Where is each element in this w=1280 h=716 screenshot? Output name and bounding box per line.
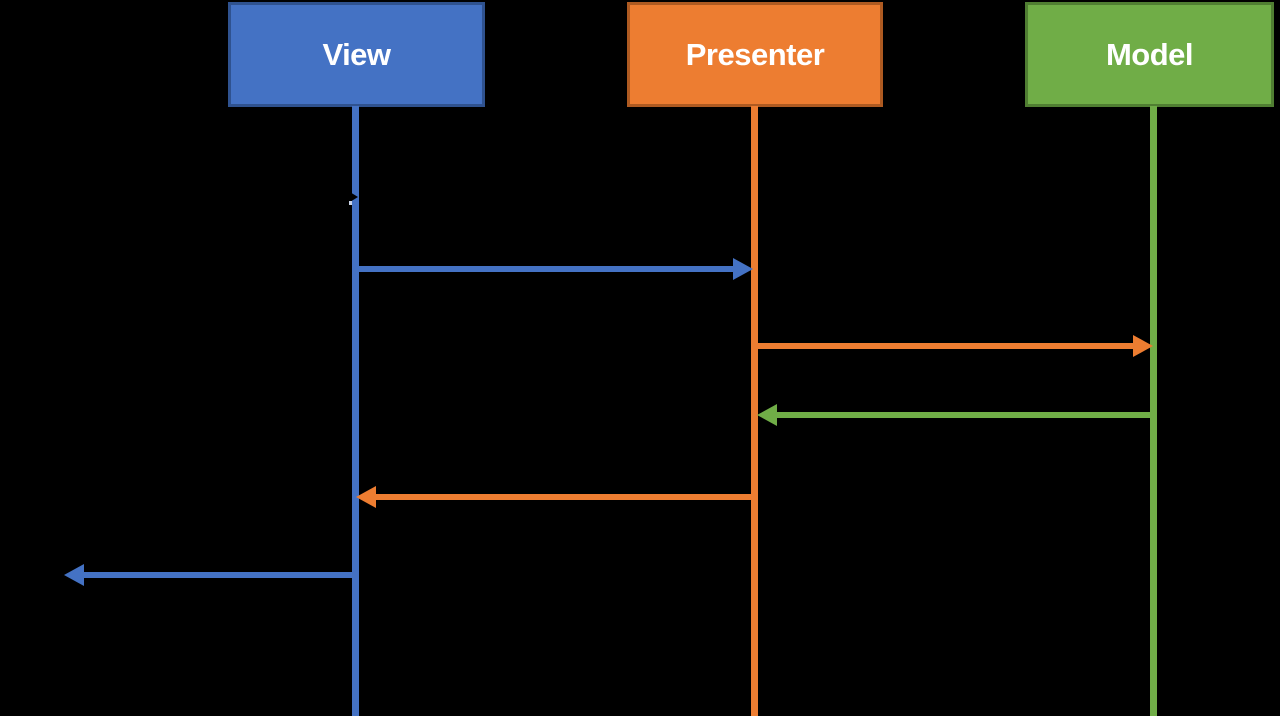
arrowhead-left-icon bbox=[757, 404, 777, 426]
actor-box-model: Model bbox=[1025, 2, 1274, 107]
message-presenter-to-model-line bbox=[751, 343, 1133, 349]
message-model-to-presenter-line bbox=[777, 412, 1157, 418]
notch-speck-artifact bbox=[349, 201, 352, 205]
arrowhead-left-icon bbox=[356, 486, 376, 508]
lifeline-model bbox=[1150, 106, 1157, 716]
message-view-to-offscreen-line bbox=[84, 572, 359, 578]
message-presenter-to-view-line bbox=[376, 494, 757, 500]
lifeline-view bbox=[352, 106, 359, 716]
lifeline-presenter bbox=[751, 106, 758, 716]
actor-box-view: View bbox=[228, 2, 485, 107]
actor-box-presenter: Presenter bbox=[627, 2, 883, 107]
actor-label-view: View bbox=[322, 36, 391, 72]
hidden-arrowhead-notch-artifact bbox=[345, 189, 358, 205]
actor-label-presenter: Presenter bbox=[685, 36, 825, 72]
message-view-to-presenter-line bbox=[352, 266, 733, 272]
arrowhead-right-icon bbox=[733, 258, 753, 280]
arrowhead-left-icon bbox=[64, 564, 84, 586]
arrowhead-right-icon bbox=[1133, 335, 1153, 357]
actor-label-model: Model bbox=[1105, 36, 1194, 72]
